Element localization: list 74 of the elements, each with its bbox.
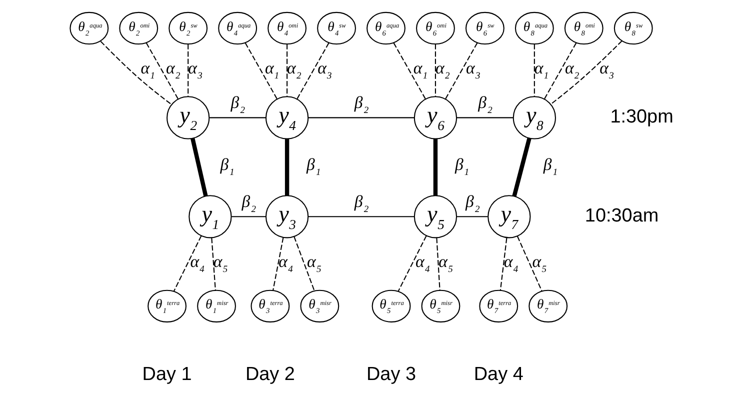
connector	[286, 44, 288, 96]
label: Day 1	[142, 364, 192, 386]
connector	[210, 238, 216, 290]
edge-label: β$_{1}$	[542, 155, 558, 178]
edge-label: α$_{5}$	[532, 252, 546, 275]
connector	[432, 138, 438, 196]
edge-label: β$_{2}$	[354, 192, 368, 215]
label: Day 2	[244, 364, 294, 386]
connector	[100, 40, 172, 105]
connector	[145, 42, 178, 100]
edge-label: α$_{2}$	[286, 58, 301, 82]
node-circle: y$_{2}$	[166, 96, 210, 140]
edge-label: α$_{5}$	[212, 252, 228, 275]
connector	[512, 138, 531, 197]
edge-label: α$_{3}$	[466, 58, 480, 82]
label: 10:30am	[584, 205, 658, 226]
node-circle: y$_{1}$	[188, 195, 232, 238]
connector	[209, 117, 266, 118]
edge-label: α$_{5}$	[306, 252, 321, 275]
node-circle: y$_{6}$	[413, 96, 457, 140]
connector	[293, 236, 314, 291]
connector	[308, 216, 414, 218]
connector	[272, 237, 284, 291]
edge-label: β$_{2}$	[478, 93, 492, 116]
connector	[444, 42, 478, 100]
connector	[284, 138, 289, 196]
connector	[499, 238, 507, 290]
edge-label: α$_{1}$	[412, 58, 428, 82]
connector	[392, 42, 426, 100]
edge-label: α$_{1}$	[140, 58, 154, 82]
connector	[244, 42, 277, 100]
edge-label: α$_{4}$	[278, 252, 292, 275]
connector	[231, 216, 266, 218]
connector	[544, 42, 576, 100]
connector	[190, 138, 208, 196]
connector	[187, 44, 188, 96]
edge-label: α$_{4}$	[190, 252, 204, 275]
connector	[436, 238, 440, 290]
edge-label: α$_{3}$	[317, 58, 332, 82]
connector	[456, 117, 513, 118]
node-circle: y$_{8}$	[512, 96, 556, 140]
label: Day 4	[473, 364, 523, 386]
edge-label: α$_{2}$	[564, 58, 579, 82]
edge-label: β$_{2}$	[464, 192, 480, 215]
edge-label: α$_{3}$	[188, 58, 202, 82]
edge-label: β$_{2}$	[241, 192, 256, 215]
connector	[550, 40, 622, 104]
connector	[434, 44, 436, 96]
connector	[516, 236, 542, 292]
connector	[172, 236, 202, 292]
edge-label: α$_{2}$	[166, 58, 180, 82]
edge-label: α$_{3}$	[599, 58, 614, 82]
connector	[397, 236, 426, 292]
edge-label: β$_{2}$	[230, 93, 244, 116]
node-circle: y$_{3}$	[264, 195, 308, 238]
node-circle: y$_{4}$	[264, 96, 308, 140]
connector	[308, 117, 414, 118]
edge-label: α$_{5}$	[438, 252, 452, 275]
edge-label: α$_{4}$	[503, 252, 518, 275]
edge-label: α$_{1}$	[534, 58, 548, 82]
node-circle: y$_{7}$	[487, 195, 530, 238]
edge-label: α$_{4}$	[414, 252, 430, 275]
connector	[456, 216, 488, 218]
label: Day 3	[366, 364, 416, 386]
edge-label: β$_{1}$	[220, 155, 234, 178]
edge-label: β$_{1}$	[306, 155, 320, 178]
connector	[533, 44, 534, 96]
edge-label: β$_{2}$	[354, 93, 368, 116]
label: 1:30pm	[610, 106, 673, 128]
edge-label: β$_{1}$	[454, 155, 469, 178]
edge-label: α$_{1}$	[264, 58, 279, 82]
node-circle: y$_{5}$	[413, 195, 457, 238]
edge-label: α$_{2}$	[434, 58, 450, 82]
connector	[296, 42, 329, 100]
